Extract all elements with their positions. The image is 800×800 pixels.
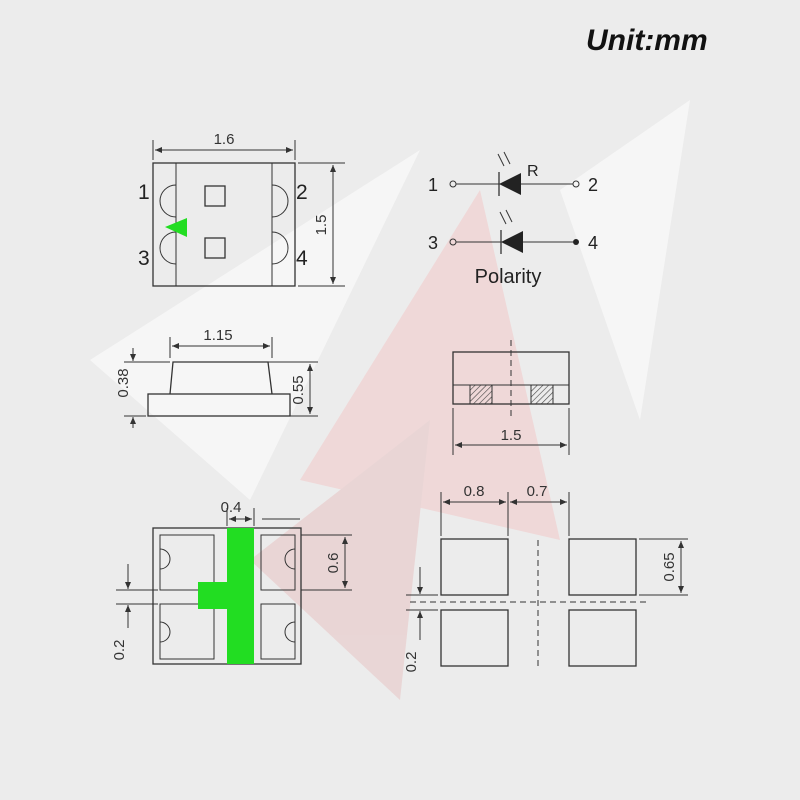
top-width-label: 1.6 (214, 131, 235, 148)
bottom-gap-label: 0.2 (111, 640, 128, 661)
polarity-schematic: 1 2 R 3 4 Polarity (428, 151, 598, 288)
lens-width-label: 1.15 (203, 327, 232, 344)
total-height-label: 0.55 (290, 375, 307, 404)
schematic-pin-2: 2 (588, 175, 598, 195)
end-width-label: 1.5 (501, 427, 522, 444)
top-view: 1.6 1.5 1 2 3 4 (138, 131, 345, 287)
lens-height-label: 0.38 (115, 368, 132, 397)
end-view: 1.5 (452, 340, 570, 455)
bottom-pad-horizontal (198, 582, 254, 609)
schematic-pin-4: 4 (588, 233, 598, 253)
watermark-logo (90, 100, 690, 700)
pin-3-label: 3 (138, 247, 150, 270)
bottom-pad-height-label: 0.6 (325, 553, 342, 574)
side-view: 1.15 0.38 0.55 (115, 327, 318, 428)
resistor-label: R (527, 163, 539, 180)
footprint-gap-label: 0.2 (403, 652, 420, 673)
footprint-pad-height-label: 0.65 (661, 552, 678, 581)
polarity-mark (165, 218, 187, 237)
bottom-pad-width-label: 0.4 (221, 499, 242, 516)
unit-label: Unit:mm (586, 24, 708, 57)
footprint-pad-width-label: 0.8 (464, 483, 485, 500)
schematic-pin-1: 1 (428, 175, 438, 195)
footprint-spacing-label: 0.7 (527, 483, 548, 500)
schematic-pin-3: 3 (428, 233, 438, 253)
footprint-view: 0.8 0.7 0.65 0.2 (403, 483, 688, 672)
pin-4-label: 4 (296, 247, 308, 270)
bottom-view: 0.4 0.6 0.2 (111, 499, 352, 665)
pin-1-label: 1 (138, 181, 150, 204)
pin-2-label: 2 (296, 181, 308, 204)
top-height-label: 1.5 (313, 215, 330, 236)
polarity-caption: Polarity (475, 266, 542, 288)
